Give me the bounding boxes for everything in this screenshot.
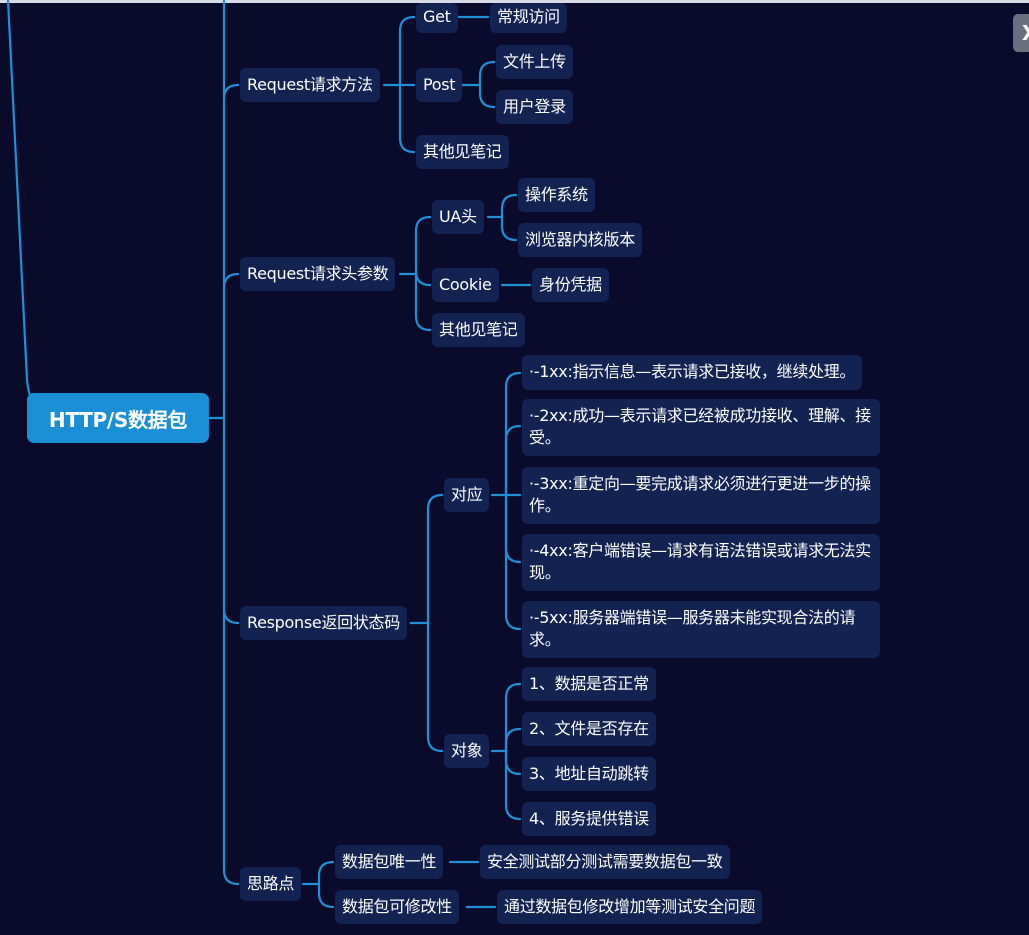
root-node[interactable]: HTTP/S数据包 xyxy=(27,393,209,443)
node-correspondence[interactable]: 对应 xyxy=(444,478,490,512)
node-status-2xx[interactable]: ·-2xx:成功—表示请求已经被成功接收、理解、接受。 xyxy=(522,399,880,456)
node-cookie-identity[interactable]: 身份凭据 xyxy=(532,268,609,302)
node-headers-other-notes[interactable]: 其他见笔记 xyxy=(432,313,525,347)
node-target-service-error[interactable]: 4、服务提供错误 xyxy=(522,802,656,836)
node-get-normal-access[interactable]: 常规访问 xyxy=(490,3,567,33)
node-status-1xx[interactable]: ·-1xx:指示信息—表示请求已接收，继续处理。 xyxy=(522,355,863,390)
node-thinking-points[interactable]: 思路点 xyxy=(240,867,302,901)
node-response-status[interactable]: Response返回状态码 xyxy=(240,606,407,640)
node-ua-browser-kernel[interactable]: 浏览器内核版本 xyxy=(518,223,642,257)
node-method-other-notes[interactable]: 其他见笔记 xyxy=(416,135,509,169)
node-get[interactable]: Get xyxy=(416,3,458,33)
node-target[interactable]: 对象 xyxy=(444,734,490,768)
node-request-method[interactable]: Request请求方法 xyxy=(240,68,380,102)
node-post-user-login[interactable]: 用户登录 xyxy=(496,90,573,124)
top-strip xyxy=(0,0,1029,3)
node-modifiability-detail[interactable]: 通过数据包修改增加等测试安全问题 xyxy=(497,890,763,924)
node-status-4xx[interactable]: ·-4xx:客户端错误—请求有语法错误或请求无法实现。 xyxy=(522,534,880,591)
node-ua-os[interactable]: 操作系统 xyxy=(518,178,595,212)
node-request-headers[interactable]: Request请求头参数 xyxy=(240,257,396,291)
node-uniqueness-detail[interactable]: 安全测试部分测试需要数据包一致 xyxy=(480,845,730,879)
node-ua-header[interactable]: UA头 xyxy=(432,200,484,234)
node-target-file-exists[interactable]: 2、文件是否存在 xyxy=(522,712,656,746)
node-post[interactable]: Post xyxy=(416,68,463,102)
node-target-redirect[interactable]: 3、地址自动跳转 xyxy=(522,757,656,791)
node-target-data-normal[interactable]: 1、数据是否正常 xyxy=(522,667,656,701)
node-status-5xx[interactable]: ·-5xx:服务器端错误—服务器未能实现合法的请求。 xyxy=(522,601,880,658)
close-button[interactable]: X xyxy=(1013,14,1029,52)
node-packet-modifiability[interactable]: 数据包可修改性 xyxy=(335,890,459,924)
node-status-3xx[interactable]: ·-3xx:重定向—要完成请求必须进行更进一步的操作。 xyxy=(522,467,880,524)
node-cookie[interactable]: Cookie xyxy=(432,268,499,302)
node-post-file-upload[interactable]: 文件上传 xyxy=(496,45,573,79)
node-packet-uniqueness[interactable]: 数据包唯一性 xyxy=(335,845,444,879)
